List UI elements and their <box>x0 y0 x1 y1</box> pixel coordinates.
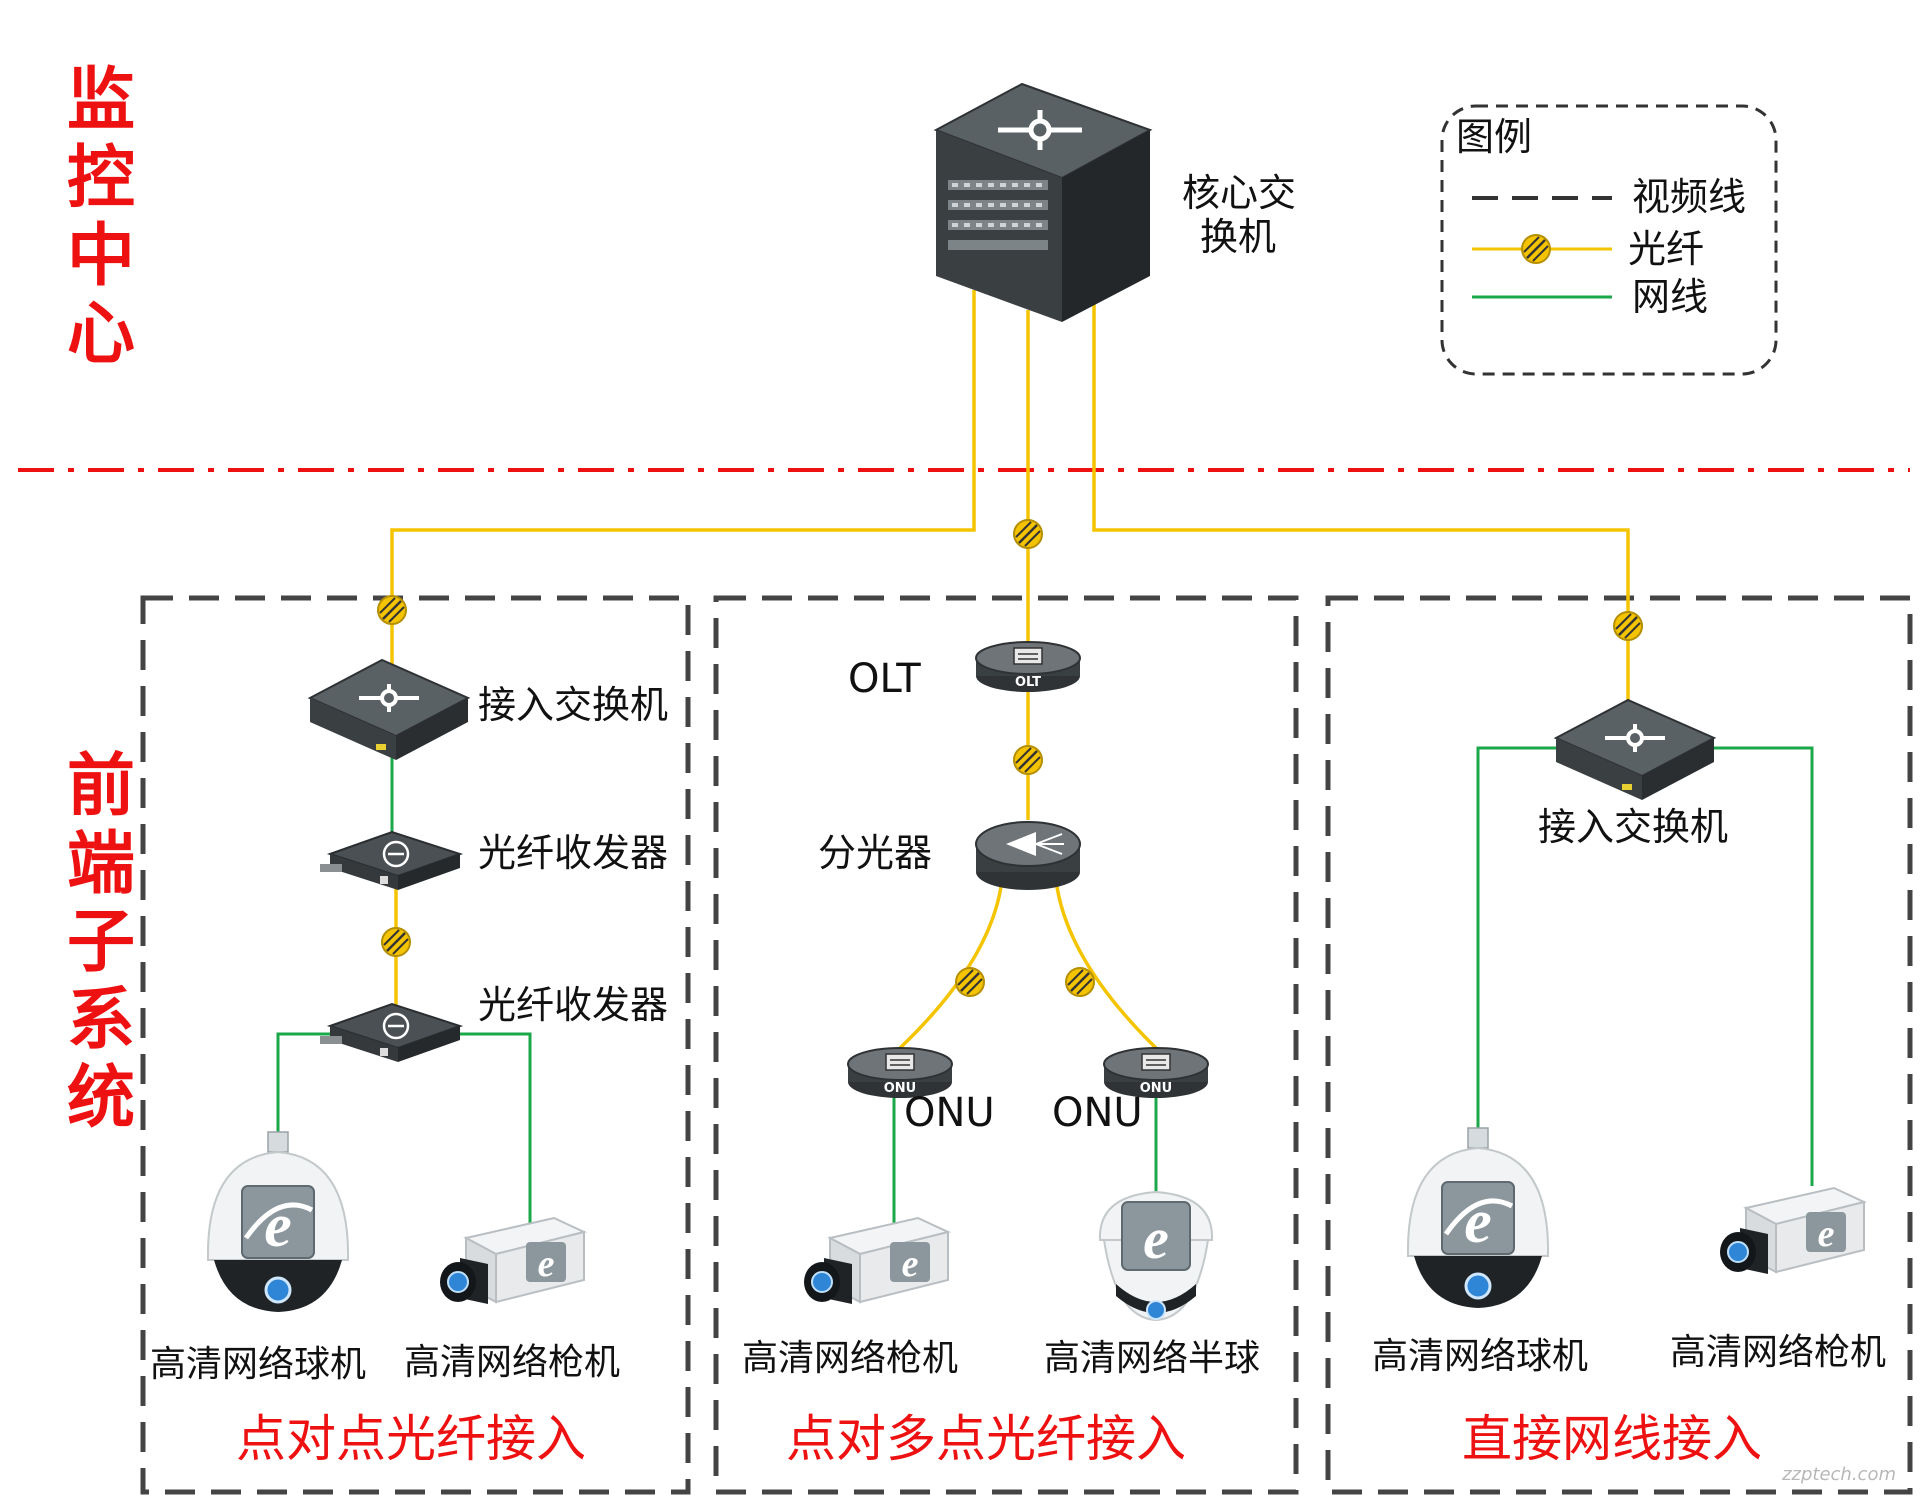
legend-fiber-marker <box>1520 233 1552 265</box>
svg-text:e: e <box>1143 1206 1169 1271</box>
onu-right-label: ONU <box>1052 1090 1143 1136</box>
p2p-transceiver-2-label: 光纤收发器 <box>478 983 668 1027</box>
fiber-marker-olt <box>1012 744 1044 776</box>
fiber-marker-core <box>1012 518 1044 550</box>
onu-left-label: ONU <box>904 1090 995 1136</box>
p2p-dome-camera <box>208 1132 348 1312</box>
direct-gun-label: 高清网络枪机 <box>1670 1332 1886 1373</box>
cable-switch-to-dome-right <box>1476 746 1558 1130</box>
direct-section-title: 直接网线接入 <box>1462 1410 1762 1468</box>
splitter-label: 分光器 <box>818 831 932 875</box>
section-box-direct <box>1325 595 1913 1495</box>
fiber-marker-split-left <box>954 966 986 998</box>
fiber-marker-p2p <box>376 594 408 626</box>
p2p-access-switch-label: 接入交换机 <box>478 683 668 727</box>
core-switch-label-2: 换机 <box>1200 215 1276 259</box>
watermark: zzptech.com <box>1781 1464 1896 1485</box>
p2p-access-switch <box>308 658 470 762</box>
core-switch <box>933 82 1153 322</box>
p2mp-halfdome-label: 高清网络半球 <box>1044 1338 1260 1379</box>
p2mp-gun-camera <box>803 1217 949 1305</box>
p2p-gun-camera <box>439 1217 585 1305</box>
direct-access-switch <box>1554 698 1716 802</box>
fiber-marker-split-right <box>1064 966 1096 998</box>
onu-left-badge: ONU <box>884 1081 917 1096</box>
cable-trans2-to-dome <box>276 1032 340 1140</box>
fiber-core-to-p2p <box>390 290 976 690</box>
splitter-device <box>975 821 1081 890</box>
p2p-dome-label: 高清网络球机 <box>150 1344 366 1385</box>
legend-video-label: 视频线 <box>1632 175 1746 219</box>
direct-dome-camera <box>1408 1128 1548 1308</box>
legend-fiber-label: 光纤 <box>1628 227 1704 271</box>
onu-right-badge: ONU <box>1140 1081 1173 1096</box>
p2p-section-title: 点对点光纤接入 <box>236 1410 586 1468</box>
legend-title: 图例 <box>1456 115 1532 159</box>
olt-badge: OLT <box>1015 675 1041 690</box>
zone-label-front-subsystem: 前 端 子 系 统 <box>66 747 135 1138</box>
fiber-marker-direct <box>1612 610 1644 642</box>
direct-dome-label: 高清网络球机 <box>1372 1336 1588 1377</box>
p2mp-gun-label: 高清网络枪机 <box>742 1338 958 1379</box>
fiber-core-to-direct <box>1092 300 1630 735</box>
legend-box <box>1440 104 1778 376</box>
direct-gun-camera <box>1719 1187 1865 1275</box>
fiber-splitter-to-onu-left <box>898 879 1004 1050</box>
fiber-splitter-to-onu-right <box>1054 879 1158 1050</box>
p2p-transceiver-1 <box>318 830 462 892</box>
fiber-marker-trans <box>380 926 412 958</box>
legend-cable-label: 网线 <box>1632 275 1708 319</box>
direct-access-switch-label: 接入交换机 <box>1538 805 1728 849</box>
section-box-p2mp <box>713 595 1299 1495</box>
p2p-transceiver-1-label: 光纤收发器 <box>478 831 668 875</box>
cable-trans2-to-gun <box>452 1032 532 1228</box>
cable-switch-to-gun-right <box>1710 746 1814 1186</box>
section-box-p2p <box>140 595 691 1495</box>
p2mp-section-title: 点对多点光纤接入 <box>786 1410 1186 1468</box>
p2p-transceiver-2 <box>318 1002 462 1064</box>
core-switch-label-1: 核心交 <box>1182 171 1296 215</box>
p2p-gun-label: 高清网络枪机 <box>404 1342 620 1383</box>
zone-label-monitoring-center: 监 控 中 心 <box>66 61 135 374</box>
p2mp-half-dome-camera: e <box>1098 1190 1214 1322</box>
olt-label: OLT <box>848 656 921 702</box>
